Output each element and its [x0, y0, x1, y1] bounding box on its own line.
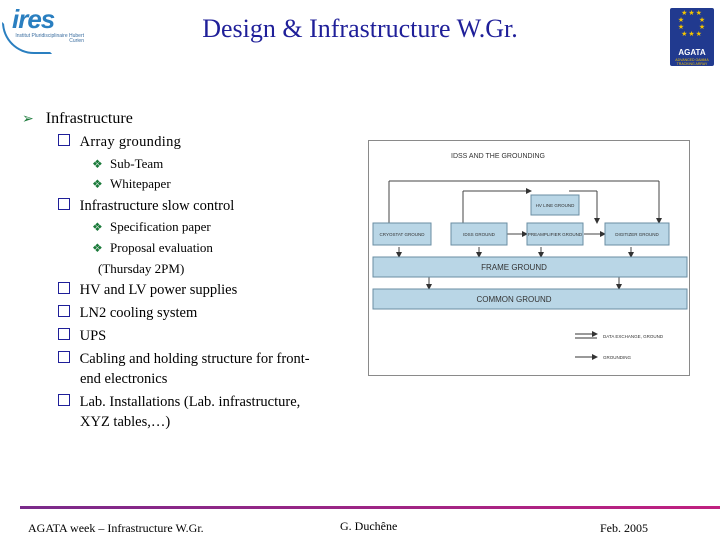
footer-left-text: AGATA week – Infrastructure W.Gr. [28, 521, 204, 535]
sub-item-label: Specification paper [110, 219, 211, 234]
legend-grounding-label: GROUNDING [603, 355, 631, 360]
star-ring-icon: ★★★★ ★★ ★★★★ [677, 9, 707, 38]
footer-date: Feb. 2005 [600, 521, 648, 535]
page-title: Design & Infrastructure W.Gr. [202, 14, 518, 43]
list-item-continuation: XYZ tables,…) [80, 414, 171, 430]
sub-list-item: ❖ Proposal evaluation [92, 240, 213, 256]
list-item-label: Lab. Installations (Lab. infrastructure, [79, 394, 301, 410]
idss-ground-label: IDSS GROUND [463, 232, 496, 237]
grounding-diagram: IDSS AND THE GROUNDING HV LINE GROUND CR… [368, 140, 690, 376]
digitizer-ground-label: DIGITIZER GROUND [615, 232, 659, 237]
heading-row: ➢ Infrastructure [22, 110, 133, 128]
list-item: Cabling and holding structure for front- [58, 351, 310, 368]
cryostat-ground-box [372, 222, 432, 246]
square-bullet-icon [58, 394, 70, 406]
ires-logo-word: ires [12, 4, 55, 34]
hv-ground-label: HV LINE GROUND [536, 203, 576, 208]
diamond-bullet-icon: ❖ [92, 220, 103, 234]
frame-ground-label: FRAME GROUND [481, 263, 547, 272]
arrow-bullet-icon: ➢ [22, 112, 34, 127]
ires-logo: ires Institut Pluridisciplinaire Hubert … [2, 4, 84, 54]
footer-divider [20, 506, 720, 509]
legend-data-exchange-label: DATA EXCHANGE, GROUND [603, 334, 664, 339]
square-bullet-icon [58, 305, 70, 317]
list-item: Infrastructure slow control [58, 198, 234, 215]
square-bullet-icon [58, 282, 70, 294]
digitizer-ground-box [604, 222, 670, 246]
list-item-label: UPS [79, 328, 107, 344]
common-ground-label: COMMON GROUND [476, 295, 551, 304]
list-item: UPS [58, 328, 106, 345]
list-item-label: Infrastructure slow control [79, 198, 235, 214]
list-item: HV and LV power supplies [58, 282, 237, 299]
list-item-label: HV and LV power supplies [79, 282, 238, 298]
square-bullet-icon [58, 351, 70, 363]
square-bullet-icon [58, 198, 70, 210]
list-item-continuation: end electronics [80, 371, 168, 387]
footer-author: G. Duchêne [340, 519, 398, 533]
diamond-bullet-icon: ❖ [92, 177, 103, 191]
list-item-label: Array grounding [79, 134, 182, 150]
diamond-bullet-icon: ❖ [92, 241, 103, 255]
list-item-label: LN2 cooling system [79, 305, 198, 321]
sub-item-note: (Thursday 2PM) [98, 261, 185, 276]
legend-data-exchange-icon [575, 331, 598, 339]
idss-ground-box [450, 222, 508, 246]
section-heading: Infrastructure [45, 110, 133, 127]
cryostat-ground-label: CRYOSTAT GROUND [380, 232, 426, 237]
hv-ground-box [530, 194, 580, 216]
square-bullet-icon [58, 328, 70, 340]
agata-logo: ★★★★ ★★ ★★★★ AGATA ADVANCED GAMMA TRACKI… [670, 8, 714, 66]
square-bullet-icon [58, 134, 70, 146]
agata-logo-name: AGATA [678, 48, 706, 57]
list-item-label: Cabling and holding structure for front- [79, 351, 310, 367]
sub-list-item: ❖ Specification paper [92, 219, 211, 235]
sub-item-label: Whitepaper [110, 176, 171, 191]
agata-logo-tagline: ADVANCED GAMMA TRACKING ARRAY [675, 58, 709, 66]
sub-list-item: ❖ Whitepaper [92, 176, 171, 192]
diamond-bullet-icon: ❖ [92, 157, 103, 171]
list-item: Lab. Installations (Lab. infrastructure, [58, 394, 300, 411]
sub-list-item: ❖ Sub-Team [92, 156, 163, 172]
diagram-connectors [388, 180, 662, 290]
list-item: Array grounding [58, 134, 181, 151]
ires-logo-subtitle: Institut Pluridisciplinaire Hubert Curie… [15, 33, 84, 44]
preamplifier-ground-label: PREAMPLIFIER GROUND [528, 232, 583, 237]
sub-item-label: Sub-Team [110, 156, 164, 171]
grounding-diagram-svg: IDSS AND THE GROUNDING HV LINE GROUND CR… [372, 153, 688, 360]
frame-ground-box [372, 256, 688, 278]
preamplifier-ground-box [526, 222, 584, 246]
diagram-title: IDSS AND THE GROUNDING [451, 153, 545, 160]
sub-item-label: Proposal evaluation [110, 240, 213, 255]
common-ground-box [372, 288, 688, 310]
list-item: LN2 cooling system [58, 305, 197, 322]
